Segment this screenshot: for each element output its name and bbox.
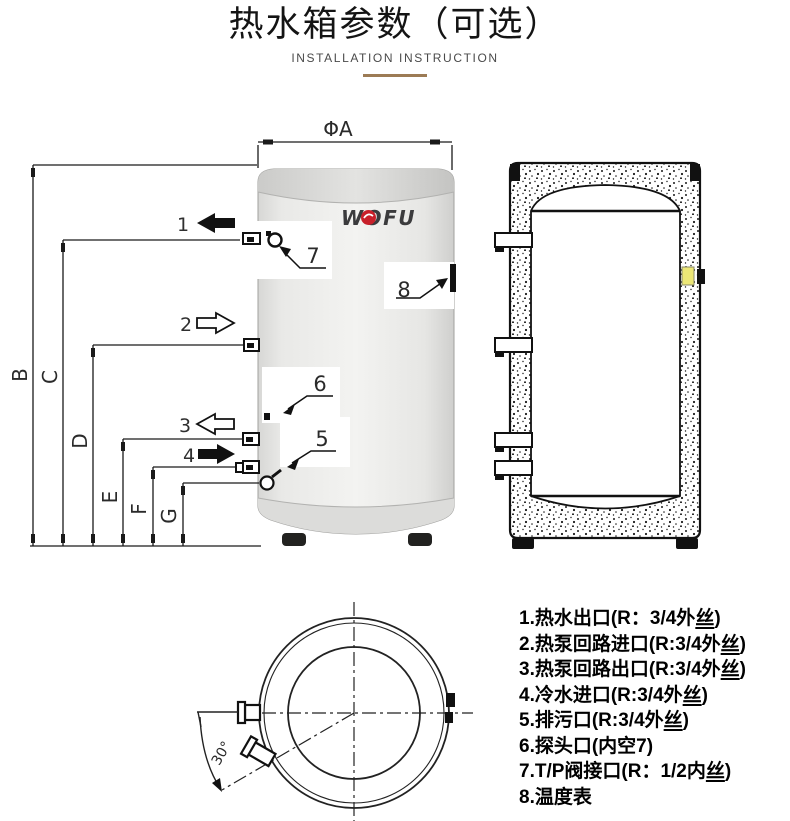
section-top-clamp-right [690, 164, 700, 181]
page-subtitle: INSTALLATION INSTRUCTION [291, 51, 499, 65]
port-2-loop-inlet [243, 338, 260, 352]
legend: 1.热水出口(R：3/4外丝) 2.热泵回路进口(R:3/4外丝) 3.热泵回路出口… [519, 606, 746, 810]
angle-annotation [197, 711, 238, 792]
dim-label-F: F [127, 503, 151, 515]
cross-section-view [494, 161, 705, 549]
flow-arrows: 1 2 3 4 [177, 213, 236, 467]
legend-list: 1.热水出口(R：3/4外丝) 2.热泵回路进口(R:3/4外丝) 3.热泵回路出口… [519, 606, 746, 810]
callout-number-5: 5 [315, 427, 328, 451]
section-sensor [681, 266, 705, 286]
legend-item: 6.探头口(内空7) [519, 735, 654, 757]
top-view-angled-port [239, 734, 278, 768]
dimension-ticks [31, 168, 185, 543]
port-3-loop-outlet [242, 432, 260, 446]
inner-tank-cavity [530, 184, 681, 510]
wofu-logo: WOFU [341, 206, 416, 230]
logo-text: WOFU [341, 206, 416, 230]
port-number-1: 1 [177, 214, 189, 236]
legend-item: 4.冷水进口(R:3/4外丝) [519, 684, 708, 706]
section-ports [494, 232, 533, 480]
section-foot-right [676, 538, 698, 549]
dim-label-B: B [8, 368, 32, 382]
diameter-label: ΦA [323, 117, 353, 141]
top-view-left-port [236, 700, 262, 725]
port-number-4: 4 [183, 445, 195, 467]
dim-label-C: C [38, 370, 62, 384]
callout-6-probe [283, 395, 333, 415]
callout-number-6: 6 [313, 372, 326, 396]
diameter-dimension [257, 139, 453, 170]
dim-label-G: G [157, 508, 181, 524]
dim-label-E: E [98, 491, 122, 504]
angle-label: 30° [209, 739, 235, 769]
logo-swirl-highlight [363, 213, 374, 219]
legend-item: 8.温度表 [519, 786, 592, 808]
legend-item: 2.热泵回路进口(R:3/4外丝) [519, 633, 746, 655]
front-ports [235, 231, 456, 491]
arrow-2-right-outline-icon [196, 311, 236, 335]
tank-foot-right [408, 533, 432, 546]
callout-number-8: 8 [397, 278, 410, 302]
title-divider [363, 74, 427, 77]
drain-port [259, 468, 282, 491]
port-number-2: 2 [180, 314, 192, 336]
thermometer-mark [450, 264, 456, 292]
arrow-3-left-outline-icon [195, 412, 235, 436]
tank-bottom-band [258, 498, 454, 534]
legend-item: 5.排污口(R:3/4外丝) [519, 710, 689, 731]
probe-port-dot [264, 413, 270, 420]
legend-item: 7.T/P阀接口(R：1/2内丝) [519, 761, 732, 782]
top-view: 30° [197, 602, 473, 821]
port-4-cold-water-inlet [235, 460, 260, 474]
height-dimensions [30, 164, 261, 547]
callout-5-drain [287, 450, 336, 470]
arrow-1-left-solid-icon [197, 213, 235, 233]
tank-foot-left [282, 533, 306, 546]
section-top-clamp-left [510, 164, 520, 181]
tank-lid-band [258, 169, 454, 203]
height-dimension-labels: B C D E F G [8, 368, 181, 524]
arrow-4-right-solid-icon [198, 444, 235, 464]
port-1-hot-water-outlet [242, 232, 261, 245]
top-view-right-mark [445, 693, 455, 723]
section-foot-left [512, 538, 534, 549]
tank-lid-edge [257, 191, 455, 204]
legend-item: 1.热水出口(R：3/4外丝) [519, 608, 721, 629]
legend-item: 3.热泵回路出口(R:3/4外丝) [519, 659, 746, 680]
callout-7-tp-valve [279, 246, 326, 269]
logo-red-swirl-icon [361, 210, 376, 225]
port-number-3: 3 [179, 415, 191, 437]
callouts [279, 246, 448, 470]
centerlines [221, 602, 473, 821]
tank-bottom-edge [257, 497, 455, 508]
tp-valve-port [266, 231, 283, 248]
page-title: 热水箱参数（可选） [228, 5, 562, 44]
callout-8-thermometer [396, 278, 448, 299]
dim-label-D: D [68, 433, 92, 448]
header: 热水箱参数（可选） INSTALLATION INSTRUCTION [0, 0, 790, 77]
callout-number-7: 7 [306, 244, 319, 268]
